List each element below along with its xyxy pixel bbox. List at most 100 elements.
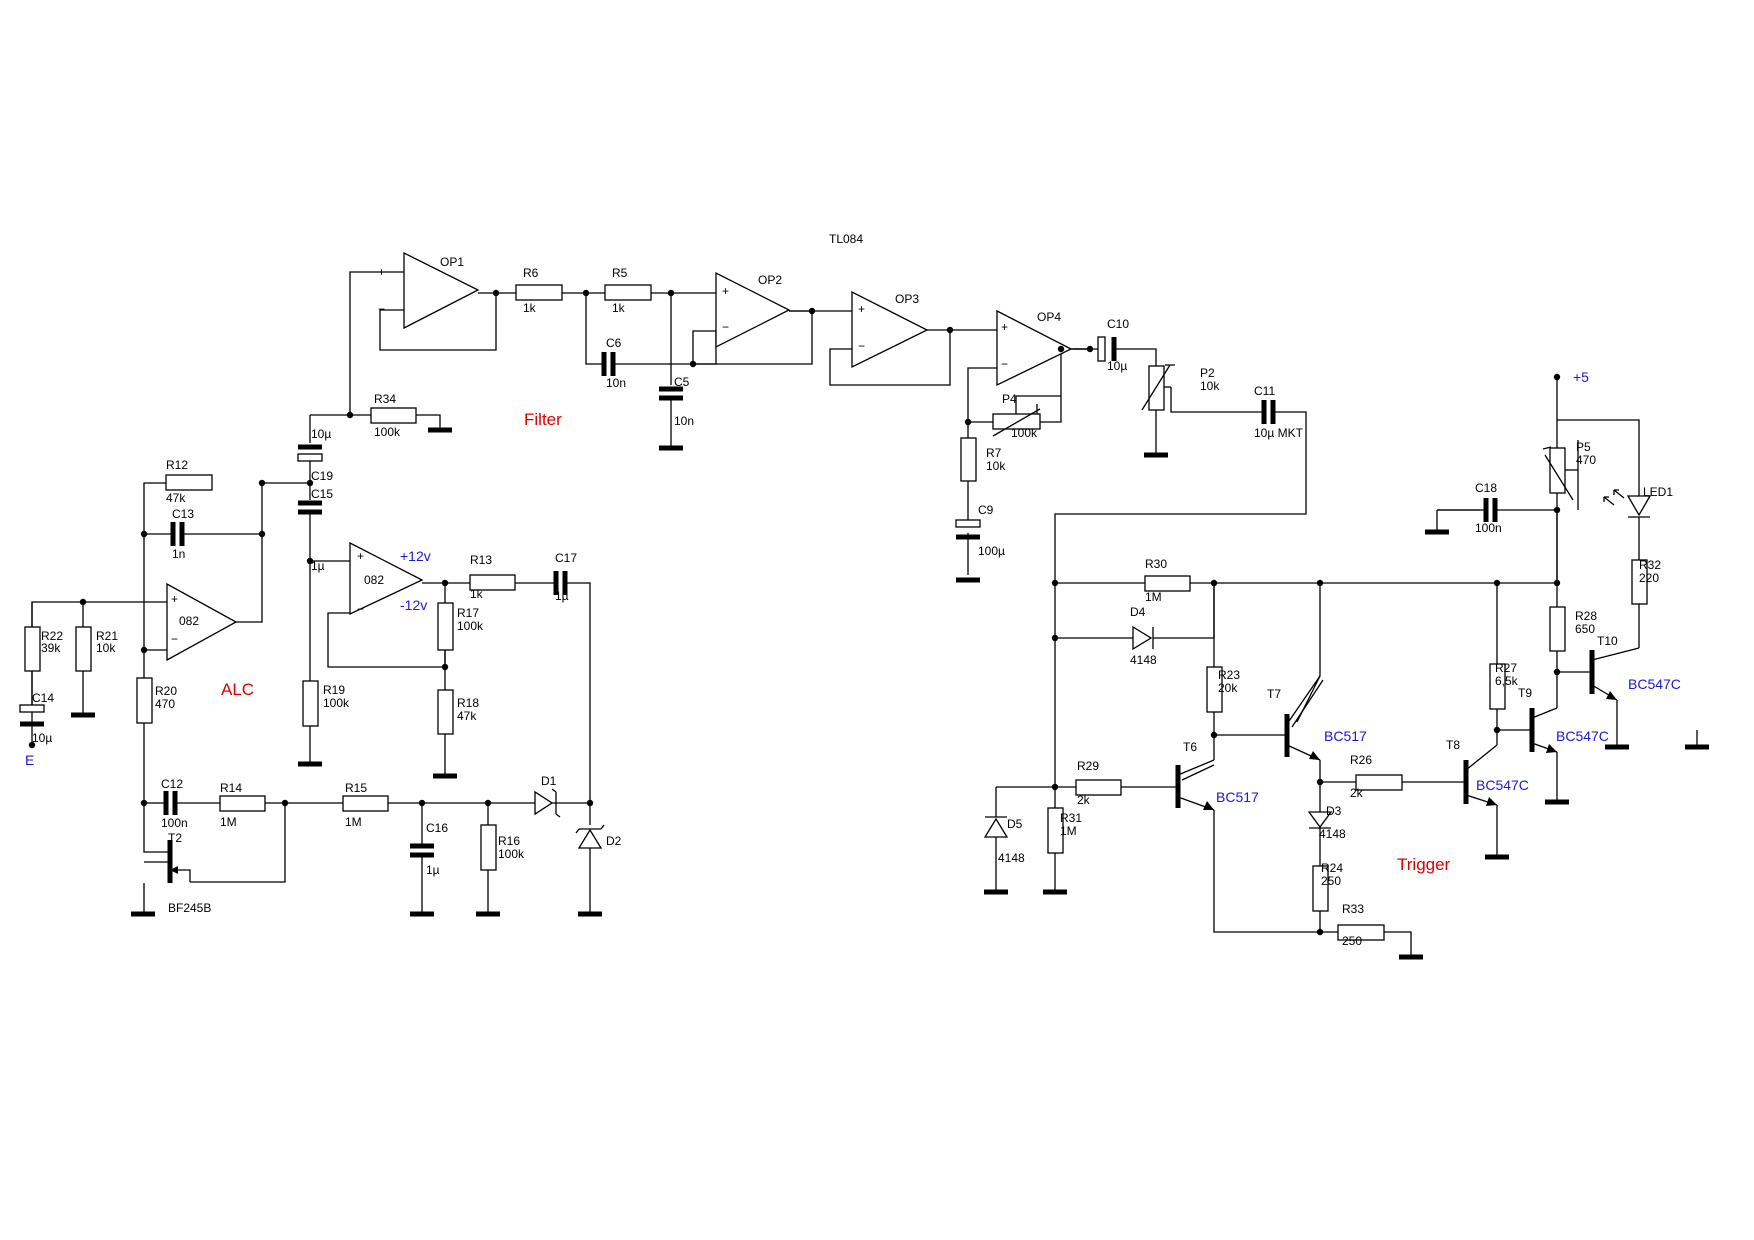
label-t10n: T10 (1597, 634, 1618, 648)
label-t8t: BC547C (1476, 777, 1529, 793)
component-labels: TL084OP1OP2OP3OP4082082FilterALCTrigger+… (25, 232, 1681, 948)
resistor-r17 (437, 602, 454, 651)
label-r31v: 1M (1060, 824, 1077, 838)
label-r13v: 1k (470, 587, 484, 601)
label-r7v: 10k (986, 459, 1006, 473)
label-p5n: P5 (1576, 440, 1591, 454)
resistor-r31 (1047, 807, 1064, 854)
label-r19n: R19 (323, 683, 345, 697)
label-r19v: 100k (323, 696, 350, 710)
label-r30v: 1M (1145, 590, 1162, 604)
label-op4: OP4 (1037, 310, 1061, 324)
label-tl084: TL084 (829, 232, 863, 246)
label-op3p: + (858, 302, 865, 316)
label-d3n: D3 (1326, 804, 1342, 818)
wires (31, 271, 1698, 955)
capacitors (19, 336, 1502, 877)
label-p4v: 100k (1011, 426, 1038, 440)
label-c11v: 10µ MKT (1254, 426, 1304, 440)
label-op1: OP1 (440, 255, 464, 269)
transistor-t8 (1463, 730, 1498, 806)
label-r24n: R24 (1321, 861, 1343, 875)
label-filter: Filter (524, 410, 562, 429)
label-d5v: 4148 (998, 851, 1025, 865)
led-led1 (1626, 495, 1652, 517)
label-inE: E (25, 752, 34, 768)
label-r15v: 1M (345, 815, 362, 829)
label-t2n: T2 (168, 831, 182, 845)
label-alcp: + (171, 592, 178, 606)
label-c18v: 100n (1475, 521, 1502, 535)
label-r13n: R13 (470, 553, 492, 567)
label-r21n: R21 (96, 629, 118, 643)
label-r20v: 470 (155, 697, 175, 711)
opamp-op4 (996, 309, 1073, 387)
resistor-r33 (1337, 924, 1385, 941)
label-led1n: LED1 (1643, 485, 1673, 499)
resistor-r27 (1489, 663, 1506, 710)
label-t7n: T7 (1267, 687, 1281, 701)
label-r34v: 100k (374, 425, 401, 439)
diode-d2 (577, 828, 603, 849)
resistor-r6 (515, 284, 563, 301)
label-p2n: P2 (1200, 366, 1215, 380)
label-t6t: BC517 (1216, 789, 1259, 805)
label-r29v: 2k (1077, 793, 1091, 807)
label-c16v: 1µ (426, 863, 440, 877)
label-r17n: R17 (457, 606, 479, 620)
label-r23v: 20k (1218, 681, 1238, 695)
label-r23n: R23 (1218, 668, 1240, 682)
label-midm: − (357, 602, 364, 616)
label-c16n: C16 (426, 821, 448, 835)
resistor-r19 (302, 680, 319, 727)
label-r18n: R18 (457, 696, 479, 710)
pot-p5 (1549, 447, 1566, 494)
label-r21v: 10k (96, 641, 116, 655)
label-r20n: R20 (155, 684, 177, 698)
label-r18v: 47k (457, 709, 477, 723)
label-r28v: 650 (1575, 622, 1595, 636)
label-c9v: 100µ (978, 544, 1005, 558)
label-r28n: R28 (1575, 609, 1597, 623)
transistor-t6 (1175, 759, 1215, 811)
label-r22v: 39k (41, 641, 61, 655)
resistor-r29 (1075, 779, 1122, 796)
label-t10t: BC547C (1628, 676, 1681, 692)
label-c6v: 10n (606, 376, 626, 390)
junctions (28, 289, 1561, 936)
label-t9t: BC547C (1556, 728, 1609, 744)
resistor-r20 (136, 677, 153, 724)
transistors (144, 647, 1640, 883)
resistor-r34 (370, 407, 417, 424)
diode-d4 (1132, 625, 1153, 651)
label-r17v: 100k (457, 619, 484, 633)
label-t9n: T9 (1518, 686, 1532, 700)
opamp-middle (349, 541, 424, 616)
label-r7n: R7 (986, 446, 1002, 460)
label-c11n: C11 (1254, 384, 1275, 398)
label-r12v: 47k (166, 491, 186, 505)
label-r30n: R30 (1145, 557, 1167, 571)
resistor-r12 (165, 474, 213, 491)
label-c5n: C5 (674, 375, 690, 389)
label-r27v: 6,5k (1495, 674, 1519, 688)
label-c6n: C6 (606, 336, 622, 350)
label-alcm: − (171, 632, 178, 646)
label-c10n: C10 (1107, 317, 1129, 331)
label-r31n: R31 (1060, 811, 1082, 825)
pot-p2 (1148, 365, 1165, 411)
ground-symbols (71, 427, 1709, 960)
label-r26n: R26 (1350, 753, 1372, 767)
label-t7t: BC517 (1324, 728, 1367, 744)
label-r32v: 220 (1639, 571, 1659, 585)
resistor-r22 (24, 626, 41, 672)
label-r14v: 1M (220, 815, 237, 829)
resistor-r5 (604, 284, 652, 301)
label-r6v: 1k (523, 301, 537, 315)
resistor-r24 (1312, 865, 1329, 912)
diodes (534, 489, 1652, 849)
label-r27n: R27 (1495, 661, 1517, 675)
label-r14n: R14 (220, 781, 242, 795)
label-p4n: P4 (1002, 392, 1017, 406)
